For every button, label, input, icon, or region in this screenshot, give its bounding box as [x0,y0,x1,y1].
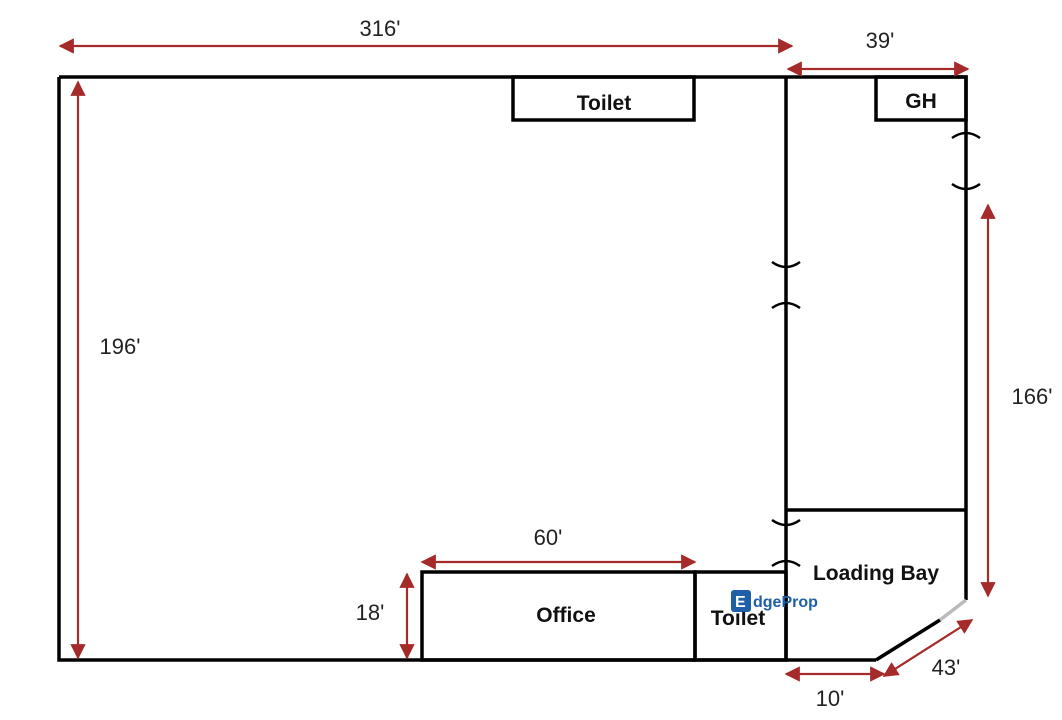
door-arc-icon [951,182,981,191]
room-label-toilet-top: Toilet [577,92,631,115]
walls [57,75,968,662]
dim-label-diagonal: 43' [932,655,961,680]
door-arc-icon [771,518,801,527]
room-label-office: Office [536,604,596,627]
watermark-prop: Prop [781,594,818,611]
watermark-edge: dge [753,594,782,611]
dim-label-bottom-small: 10' [816,686,845,711]
toilet-top-room [511,75,696,122]
dim-label-annex-width: 39' [866,28,895,53]
room-label-toilet-bottom: Toilet [711,607,765,630]
dim-label-office-height: 18' [356,600,385,625]
dim-arrow-diagonal [882,619,974,677]
edgeprop-logo-icon [731,590,751,612]
room-label-loading-bay: Loading Bay [813,562,939,585]
door-arc-icon [771,260,801,269]
edgeprop-watermark: E dgeProp [731,590,818,612]
diagonal-wall [875,618,941,662]
dim-label-right-height: 166' [1012,384,1053,409]
outer-wall [59,75,968,600]
dimension-arrows [58,38,996,682]
dim-label-office-width: 60' [534,525,563,550]
door-arc-icon [771,559,801,568]
door-arc-icon [951,131,981,140]
watermark-mark: E [735,594,746,611]
toilet-bottom-room [693,570,788,662]
gh-room [874,75,968,122]
room-label-gh: GH [905,90,937,113]
dim-label-top-width: 316' [360,16,401,41]
watermark-text: dgeProp [753,594,818,611]
door-arcs [771,131,981,568]
dim-label-left-height: 196' [100,334,141,359]
door-arc-icon [771,301,801,310]
diagonal-wall-faded [938,598,968,622]
